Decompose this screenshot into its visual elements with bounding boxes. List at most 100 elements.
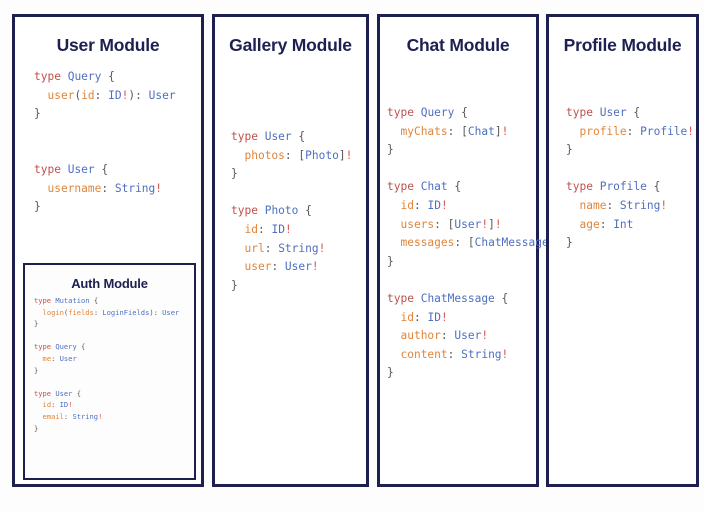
code-token-fld: name — [579, 198, 607, 212]
code-token-pun: { — [447, 180, 462, 194]
code-token-bang: ! — [494, 217, 502, 231]
panel-gallery-module[interactable]: Gallery Module type User { photos: [Phot… — [212, 14, 369, 487]
code-token-kw: type — [566, 180, 593, 194]
code-block-auth-module: type Mutation { login(fields: LoginField… — [34, 295, 194, 434]
code-line: } — [387, 364, 536, 383]
code-blank-line — [231, 184, 366, 203]
code-token-bang: ! — [481, 217, 489, 231]
code-token-bang: ! — [311, 260, 319, 274]
code-line: profile: Profile! — [566, 123, 696, 142]
code-block-profile-module: type User { profile: Profile!}type Profi… — [566, 104, 696, 253]
code-token-fld: id — [400, 198, 414, 212]
code-token-pun: } — [231, 167, 238, 181]
code-line: } — [34, 198, 201, 217]
code-token-pun: : — [63, 411, 73, 421]
code-token-typ: String — [114, 181, 156, 195]
panel-user-module[interactable]: User Module type Query { user(id: ID!): … — [12, 14, 204, 487]
code-token-pun: : — [454, 236, 468, 250]
code-token-pun: ( — [63, 307, 69, 317]
code-token-pun: : — [284, 148, 299, 162]
code-token-pun — [414, 106, 421, 119]
code-line: } — [34, 423, 194, 435]
code-token-fld: age — [579, 217, 600, 231]
code-block-gallery-module: type User { photos: [Photo]!}type Photo … — [231, 128, 366, 295]
code-token-pun: } — [387, 143, 394, 157]
code-token-fld: url — [244, 241, 265, 255]
code-token-pun — [231, 223, 244, 236]
code-token-pun — [34, 354, 43, 363]
code-token-pun: } — [34, 107, 41, 121]
code-token-fld: id — [400, 310, 414, 324]
code-token-pun: : — [440, 329, 455, 343]
code-line: messages: [ChatMessage]! — [387, 234, 562, 253]
code-token-fld: email — [42, 411, 64, 421]
code-token-typ: User — [454, 217, 482, 231]
code-token-typ: Query — [67, 70, 102, 83]
code-token-kw: type — [566, 106, 593, 119]
code-token-bang: ! — [345, 148, 353, 162]
code-token-typ: String — [461, 347, 502, 361]
code-line: } — [387, 141, 536, 160]
code-token-pun: : — [51, 353, 60, 363]
code-token-pun — [566, 218, 579, 231]
code-token-fld: id — [244, 222, 258, 236]
code-line: author: User! — [387, 327, 536, 346]
code-token-pun: : — [271, 260, 285, 274]
code-token-fld: me — [42, 353, 52, 363]
code-token-typ: User — [59, 353, 77, 363]
code-token-pun: : — [447, 347, 462, 361]
code-token-pun: : — [413, 310, 428, 324]
code-token-bang: ! — [440, 198, 448, 212]
code-line: users: [User!]! — [387, 216, 536, 235]
code-token-kw: type — [231, 130, 258, 143]
code-token-bang: ! — [440, 310, 448, 324]
code-token-fld: photos — [244, 148, 285, 162]
code-line: type Mutation { — [34, 295, 194, 307]
code-token-pun: : — [257, 222, 272, 236]
code-token-pun — [61, 163, 68, 176]
code-token-kw: type — [387, 291, 414, 305]
code-token-bang: ! — [68, 400, 73, 410]
code-blank-line — [34, 376, 194, 388]
code-token-bang: ! — [318, 241, 326, 255]
code-token-fld: login — [42, 307, 64, 317]
code-line: url: String! — [231, 240, 366, 259]
code-token-pun: } — [387, 254, 394, 268]
code-token-pun — [387, 125, 400, 138]
code-token-pun: ] — [488, 217, 495, 231]
panel-profile-module[interactable]: Profile Module type User { profile: Prof… — [546, 14, 699, 487]
code-token-fld: user — [244, 260, 272, 274]
panel-auth-module[interactable]: Auth Module type Mutation { login(fields… — [23, 263, 196, 480]
code-token-pun: { — [76, 342, 86, 352]
panel-title-auth-module: Auth Module — [71, 276, 148, 291]
code-token-bang: ! — [660, 198, 668, 212]
code-token-pun — [61, 70, 68, 83]
code-token-pun: ( — [74, 88, 82, 102]
code-token-pun: [ — [461, 124, 468, 138]
code-token-fld: messages — [400, 236, 455, 250]
code-blank-line — [566, 160, 696, 179]
code-token-pun: : — [599, 217, 614, 231]
code-token-pun: ] — [338, 148, 346, 162]
panel-title-gallery-module: Gallery Module — [229, 35, 352, 55]
code-token-pun: } — [34, 200, 41, 214]
code-token-pun: { — [298, 204, 312, 218]
code-line: content: String! — [387, 346, 536, 365]
code-token-pun: ): — [128, 88, 149, 102]
code-token-typ: ID — [271, 222, 285, 236]
panel-chat-module[interactable]: Chat Module type Query { myChats: [Chat]… — [377, 14, 562, 487]
code-line: type Chat { — [387, 178, 536, 197]
code-token-typ: Int — [613, 217, 634, 231]
code-token-pun: : — [606, 198, 620, 212]
code-token-kw: type — [34, 342, 52, 352]
code-line: } — [34, 318, 194, 330]
code-token-pun: : — [51, 400, 60, 410]
code-token-typ: String — [278, 241, 319, 255]
code-line: } — [566, 234, 696, 253]
panel-title-profile-module: Profile Module — [563, 35, 682, 55]
code-token-typ: Profile — [599, 180, 647, 194]
code-token-typ: Chat — [420, 180, 448, 194]
code-token-pun — [231, 260, 244, 273]
code-token-typ: Profile — [640, 124, 688, 138]
code-line: type User { — [231, 128, 366, 147]
